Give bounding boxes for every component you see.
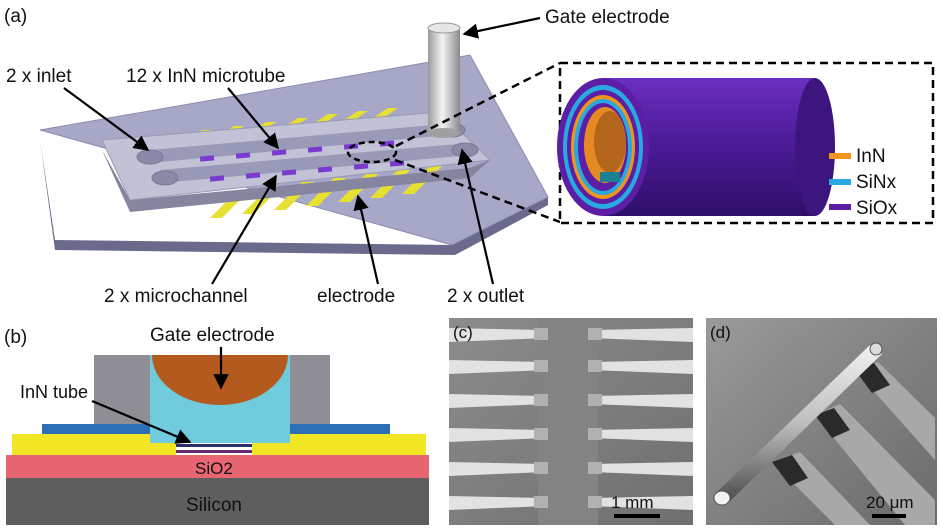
label-gate-electrode: Gate electrode (545, 7, 670, 28)
label-b-tube: InN tube (20, 382, 88, 402)
zoom-line-top (395, 61, 561, 148)
sem-c-electrodes-left (449, 328, 546, 510)
layer-sio2 (6, 455, 429, 478)
zoom-line-bottom (394, 158, 561, 224)
label-inlet: 2 x inlet (6, 66, 72, 87)
panel-d: (d) 20 μm (706, 318, 937, 525)
sem-c-center-channel (538, 318, 598, 525)
inn-tube-stack (176, 443, 252, 455)
legend-swatch-siox (829, 204, 851, 210)
outlet-lower (451, 142, 479, 158)
legend-label-inn: InN (856, 146, 886, 167)
material-legend: InN SiNx SiOx (829, 146, 898, 219)
inlet-upper (136, 149, 164, 165)
scale-bar-c (614, 514, 660, 518)
microtubes (199, 140, 405, 182)
legend-swatch-sinx (829, 179, 851, 185)
legend-item-inn: InN (829, 146, 886, 167)
sem-c-pads (534, 328, 602, 508)
microchannel-upper (150, 124, 458, 162)
layer-electrode-right (252, 434, 426, 455)
scale-label-c: 1 mm (611, 493, 654, 512)
sem-c-electrodes-right (590, 328, 693, 510)
gate-electrode-pillar-bottom (428, 128, 460, 138)
arrow-microtube (227, 87, 279, 150)
label-electrode: electrode (317, 286, 395, 307)
arrow-inlet (63, 87, 150, 151)
label-microtube: 12 x InN microtube (126, 66, 285, 87)
panel-a: (a) (4, 6, 935, 307)
legend-label-siox: SiOx (856, 198, 898, 219)
panel-c: (c) 1 mm (449, 318, 693, 525)
panel-a-tag: (a) (4, 6, 27, 27)
arrow-outlet (457, 148, 495, 285)
gate-electrode-pillar-top (427, 22, 461, 34)
label-microchannel: 2 x microchannel (104, 286, 248, 307)
channel-block-side (102, 150, 490, 212)
panel-c-tag: (c) (453, 323, 473, 342)
label-outlet: 2 x outlet (447, 286, 525, 307)
zoom-region (346, 140, 398, 164)
arrow-gate-electrode (462, 16, 541, 39)
layer-passivation-left (42, 424, 182, 434)
chip-plate-side (40, 140, 548, 255)
label-b-gate-electrode: Gate electrode (150, 325, 275, 346)
layer-passivation-right (250, 424, 390, 434)
arrow-b-tube (91, 399, 192, 444)
legend-swatch-inn (829, 153, 851, 159)
rolled-microtube (557, 78, 835, 216)
legend-item-siox: SiOx (829, 198, 898, 219)
panel-d-tag: (d) (710, 323, 731, 342)
layer-silicon (6, 478, 429, 525)
panel-b: (b) Gate electrode InN tube SiO2 Silicon (4, 325, 429, 525)
layer-electrode-left (12, 434, 180, 455)
scale-label-d: 20 μm (866, 493, 914, 512)
label-b-oxide: SiO2 (195, 459, 233, 478)
arrow-microchannel (211, 174, 277, 285)
label-b-substrate: Silicon (186, 495, 242, 516)
pdms-wall-right (290, 355, 330, 424)
arrow-electrode (353, 194, 380, 285)
sem-d-tube (713, 342, 883, 506)
panel-b-tag: (b) (4, 327, 27, 348)
legend-item-sinx: SiNx (829, 172, 897, 193)
inlet-lower (151, 170, 179, 186)
legend-label-sinx: SiNx (856, 172, 897, 193)
scale-bar-d (872, 514, 906, 518)
microchannel-lower (160, 144, 470, 182)
